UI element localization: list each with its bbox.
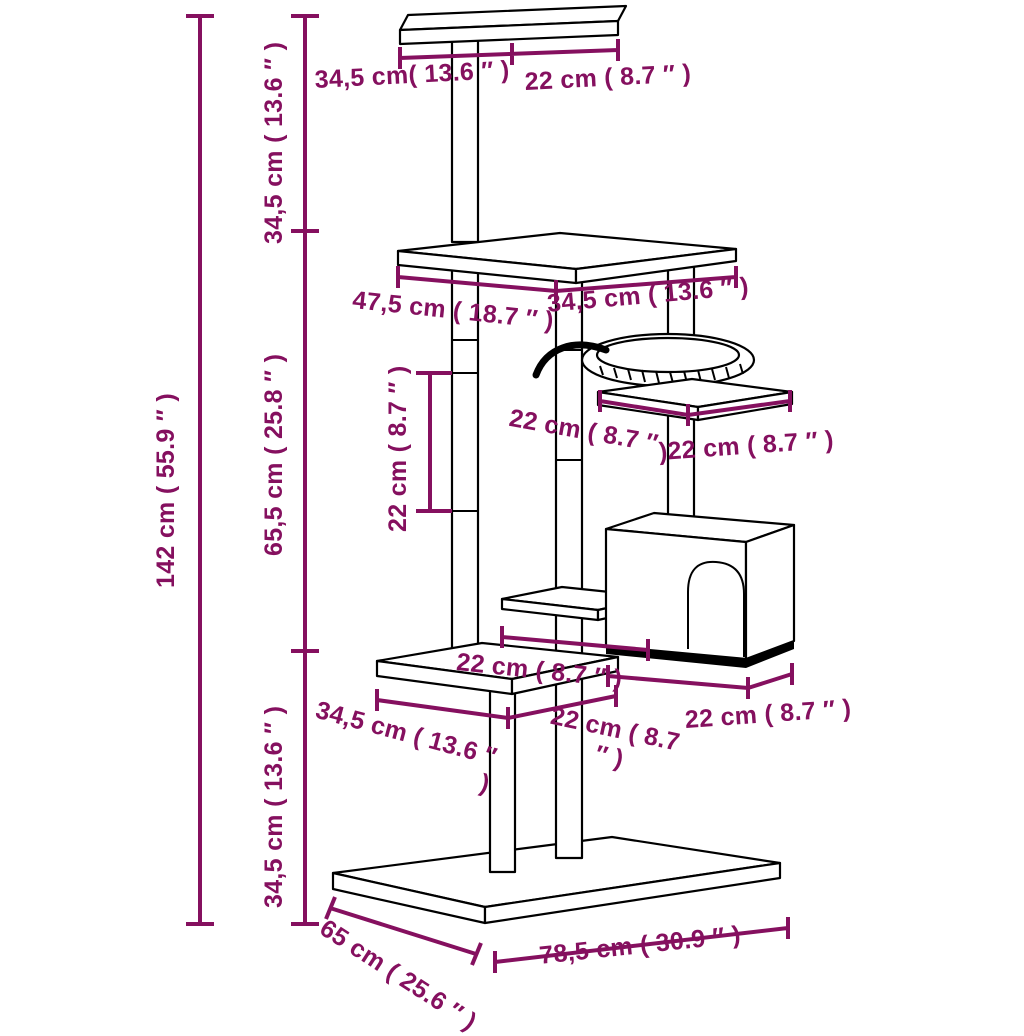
cat-tree <box>331 4 796 925</box>
cat-house-right <box>744 523 796 661</box>
cat-house-door-arch <box>687 560 745 657</box>
dim-line-mid-platform <box>500 626 650 661</box>
cat-house-front <box>604 527 748 661</box>
dimension-lines <box>186 14 794 973</box>
lower-platform-front-right <box>510 655 620 696</box>
basket-rope <box>532 341 610 379</box>
dim-line-lower-platform <box>375 685 618 729</box>
dim-line-scratching-post <box>416 371 452 513</box>
left-post <box>450 258 480 660</box>
dim-line-overall-height <box>186 14 214 926</box>
right-post-lower <box>666 412 696 528</box>
dim-line-perch <box>598 390 792 426</box>
cat-house-base-band <box>606 641 794 668</box>
hammock-basket-rim <box>595 336 741 374</box>
lower-left-post <box>488 682 517 874</box>
dim-line-top-platform <box>398 39 620 69</box>
top-platform-front <box>398 19 620 46</box>
middle-post <box>554 264 584 860</box>
base-board-front-right <box>483 861 782 925</box>
dim-line-house <box>606 663 794 699</box>
dim-line-height-segments <box>291 14 319 926</box>
dim-line-base-width <box>493 917 790 973</box>
second-platform-front-right <box>574 247 738 285</box>
top-post <box>450 36 480 244</box>
dim-line-base-depth <box>324 896 483 966</box>
dim-line-second-platform <box>396 266 738 302</box>
post-wrap-lines <box>452 339 582 512</box>
hammock-basket-weave <box>599 363 744 384</box>
